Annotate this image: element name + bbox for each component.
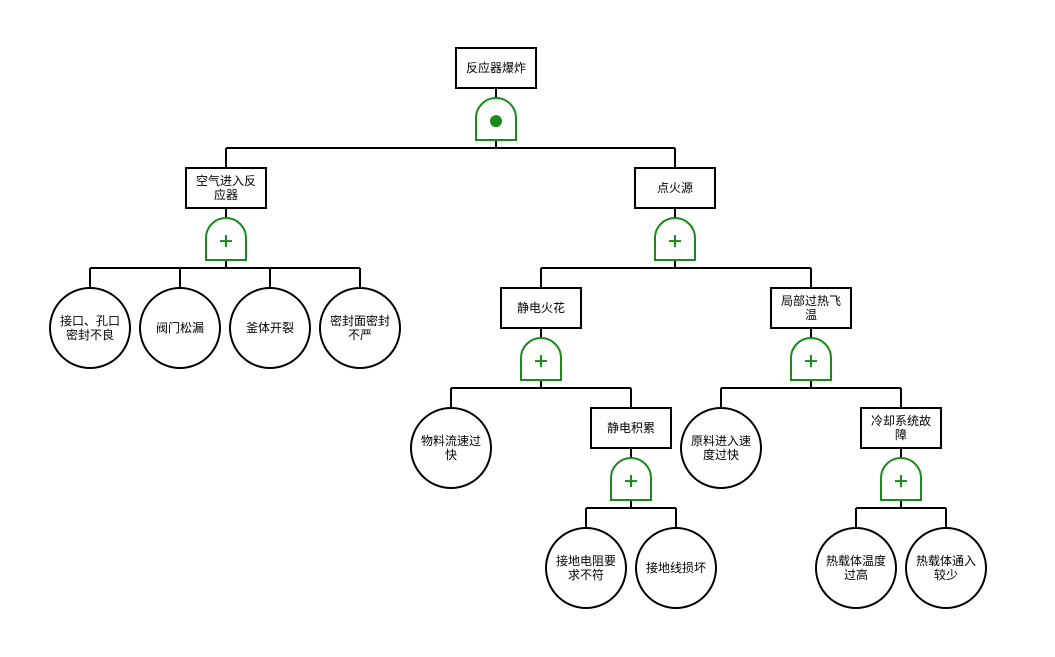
intermediate-event-box[interactable] [860, 407, 942, 449]
event-label: 障 [895, 427, 907, 442]
event-label: 不严 [348, 328, 372, 342]
event-label: 原料进入速 [691, 434, 751, 448]
basic-event-circle[interactable] [139, 287, 221, 369]
event-label: 接地线损坏 [646, 560, 706, 575]
intermediate-event-box[interactable] [770, 287, 852, 329]
top-event-box[interactable] [455, 47, 537, 89]
basic-event-circle[interactable] [545, 527, 627, 609]
event-label: 冷却系统故 [871, 413, 931, 428]
event-label: 反应器爆炸 [466, 60, 526, 75]
event-label: 密封面密封 [330, 313, 390, 328]
event-label: 过高 [844, 567, 868, 582]
basic-event-circle[interactable] [410, 407, 492, 489]
basic-event-circle[interactable] [680, 407, 762, 489]
event-label: 静电积累 [607, 421, 655, 435]
event-label: 阀门松漏 [156, 320, 204, 335]
event-label: 热载体通入 [916, 554, 976, 568]
event-label: 求不符 [568, 567, 604, 582]
intermediate-event-box[interactable] [634, 167, 716, 209]
basic-event-circle[interactable] [635, 527, 717, 609]
intermediate-event-box[interactable] [590, 407, 672, 449]
event-label: 热载体温度 [826, 553, 886, 568]
basic-event-circle[interactable] [49, 287, 131, 369]
intermediate-event-box[interactable] [500, 287, 582, 329]
event-label: 釜体开裂 [246, 320, 294, 335]
event-label: 接口、孔口 [60, 313, 120, 328]
basic-event-circle[interactable] [229, 287, 311, 369]
event-label: 空气进入反 [196, 173, 256, 188]
intermediate-event-box[interactable] [185, 167, 267, 209]
event-label: 较少 [934, 567, 958, 582]
basic-event-circle[interactable] [905, 527, 987, 609]
event-label: 温 [805, 308, 817, 322]
event-label: 点火源 [657, 181, 693, 195]
event-label: 物料流速过 [421, 434, 481, 448]
event-label: 度过快 [703, 447, 739, 462]
event-label: 接地电阻要 [556, 553, 616, 568]
event-label: 快 [445, 448, 457, 462]
event-label: 应器 [214, 187, 238, 202]
event-label: 密封不良 [66, 327, 114, 342]
basic-event-circle[interactable] [815, 527, 897, 609]
event-label: 局部过热飞 [781, 293, 841, 308]
event-label: 静电火花 [517, 300, 565, 315]
basic-event-circle[interactable] [319, 287, 401, 369]
gate-dot-icon [490, 115, 502, 128]
